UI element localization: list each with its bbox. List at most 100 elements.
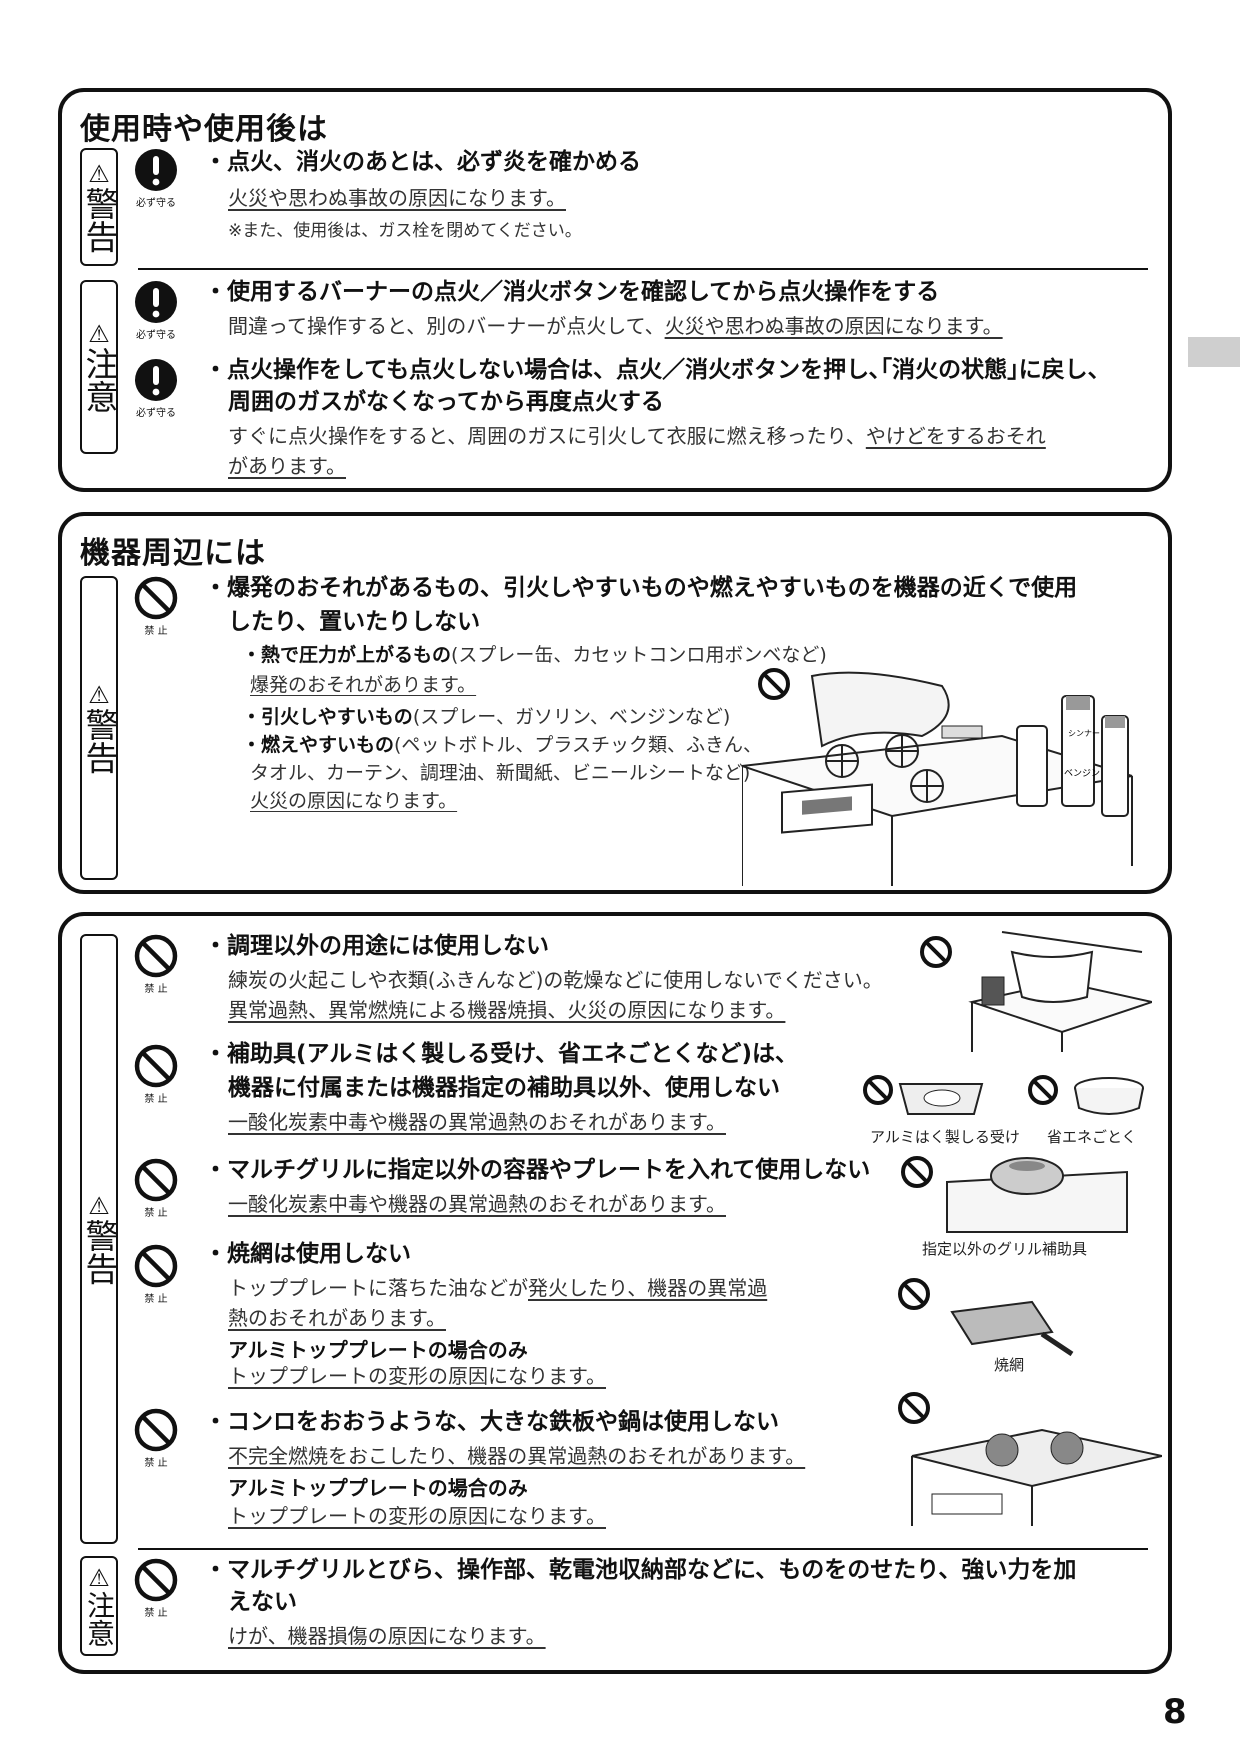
misc-item2-title1: ・補助具(アルミはく製しる受け、省エネごとくなど)は、 — [204, 1041, 798, 1067]
usage-item2-underlined: 火災や思わぬ事故の原因になります。 — [664, 314, 1003, 338]
misc-item4-line1: トッププレートに落ちた油などが発火したり、機器の異常過 — [228, 1274, 767, 1302]
usage-divider — [138, 268, 1148, 270]
must-do-symbol: 必ず守る — [130, 280, 182, 341]
misc-item1-line2: 異常過熱、異常燃焼による機器焼損、火災の原因になります。 — [228, 998, 786, 1022]
exclamation-icon — [135, 281, 177, 323]
prohibited-label: 禁 止 — [144, 984, 168, 995]
misc-item6-line1: けが、機器損傷の原因になります。 — [228, 1624, 546, 1648]
must-do-label: 必ず守る — [136, 330, 176, 341]
grill-accessory-illustration — [901, 1156, 1128, 1233]
must-do-symbol: 必ず守る — [130, 358, 182, 419]
surroundings-sub1: ・熱で圧力が上がるもの(スプレー缶、カセットコンロ用ボンベなど) — [242, 642, 827, 668]
warning-badge-text: 警告 — [80, 187, 119, 253]
surroundings-heading: 機器周辺には — [80, 536, 266, 571]
warning-badge: ⚠ 警告 — [80, 576, 119, 880]
usage-section: 使用時や使用後は ⚠ 警告 必ず守る ・点火、消火のあとは、必ず炎を確かめる 火… — [58, 88, 1172, 492]
exclamation-icon — [135, 149, 177, 191]
surroundings-main1: ・爆発のおそれがあるもの、引火しやすいものや燃えやすいものを機器の近くで使用 — [204, 575, 1078, 601]
warning-triangle-icon: ⚠ — [88, 160, 110, 188]
misc-divider — [138, 1548, 1148, 1550]
warning-badge-text: 警告 — [80, 1219, 119, 1285]
prohibited-icon — [134, 1244, 178, 1288]
prohibited-label: 禁 止 — [144, 1208, 168, 1219]
prohibited-symbol: 禁 止 — [130, 934, 182, 995]
sub1-rest: (スプレー缶、カセットコンロ用ボンベなど) — [451, 644, 827, 666]
caution-badge-text: 注意 — [80, 347, 119, 413]
usage-item2-text: 間違って操作すると、別のバーナーが点火して、 — [228, 314, 665, 338]
stove-flammables-illustration: ベンジン シンナー — [742, 668, 1133, 886]
grill-accessory-caption: 指定以外のグリル補助具 — [922, 1240, 1088, 1258]
prohibited-label: 禁 止 — [144, 626, 168, 637]
misc-item5-line1: 不完全燃焼をおこしたり、機器の異常過熱のおそれがあります。 — [228, 1444, 806, 1468]
prohibited-icon — [134, 576, 178, 620]
prohibited-icon — [134, 1044, 178, 1088]
aluminum-drip-pan-caption: アルミはく製しる受け — [870, 1128, 1020, 1146]
must-do-label: 必ず守る — [136, 408, 176, 419]
drying-cloth-illustration — [920, 931, 1152, 1052]
prohibited-icon — [134, 1158, 178, 1202]
usage-item3-line1: すぐに点火操作をすると、周囲のガスに引火して衣服に燃え移ったり、やけどをするおそ… — [228, 422, 1046, 450]
prohibited-label: 禁 止 — [144, 1094, 168, 1105]
caution-triangle-icon: ⚠ — [88, 320, 110, 348]
sub3-rest: (ペットボトル、プラスチック類、ふきん、 — [394, 734, 763, 756]
usage-item1-note: ※また、使用後は、ガス栓を閉めてください。 — [228, 221, 582, 241]
sub1-bold: ・熱で圧力が上がるもの — [242, 644, 452, 666]
prohibited-symbol: 禁 止 — [130, 1158, 182, 1219]
usage-item3-underlined: やけどをするおそれ — [865, 424, 1046, 448]
benzine-label: ベンジン — [1064, 769, 1100, 779]
prohibited-icon — [758, 668, 790, 700]
prohibited-symbol: 禁 止 — [130, 1244, 182, 1305]
prohibited-label: 禁 止 — [144, 1608, 168, 1619]
must-do-symbol: 必ず守る — [130, 148, 182, 209]
usage-item3-title2: 周囲のガスがなくなってから再度点火する — [228, 389, 664, 415]
prohibited-label: 禁 止 — [144, 1294, 168, 1305]
sub3-bold: ・燃えやすいもの — [242, 734, 395, 756]
misc-section: ⚠ 警告 禁 止 ・調理以外の用途には使用しない 練炭の火起こしや衣類(ふきんな… — [58, 912, 1172, 1674]
misc-item4-text: トッププレートに落ちた油などが — [228, 1276, 528, 1300]
misc-item5-title: ・コンロをおおうような、大きな鉄板や鍋は使用しない — [204, 1409, 779, 1435]
misc-item6-title2: えない — [228, 1589, 297, 1615]
usage-item2-title: ・使用するバーナーの点火／消火ボタンを確認してから点火操作をする — [204, 279, 940, 305]
prohibited-symbol: 禁 止 — [130, 576, 182, 637]
prohibited-label: 禁 止 — [144, 1458, 168, 1469]
misc-item2-line1: 一酸化炭素中毒や機器の異常過熱のおそれがあります。 — [228, 1110, 726, 1134]
surroundings-sub3: ・燃えやすいもの(ペットボトル、プラスチック類、ふきん、 — [242, 732, 762, 758]
misc-item4-underlined: 発火したり、機器の異常過 — [528, 1276, 768, 1300]
usage-item3-text: すぐに点火操作をすると、周囲のガスに引火して衣服に燃え移ったり、 — [228, 424, 866, 448]
prohibited-symbol: 禁 止 — [130, 1558, 182, 1619]
surroundings-sub3-note: 火災の原因になります。 — [250, 790, 458, 812]
misc-item3-line1: 一酸化炭素中毒や機器の異常過熱のおそれがあります。 — [228, 1192, 726, 1216]
caution-badge: ⚠ 注意 — [80, 280, 119, 454]
misc-item1-line1: 練炭の火起こしや衣類(ふきんなど)の乾燥などに使用しないでください。 — [228, 968, 883, 992]
usage-item1-title: ・点火、消火のあとは、必ず炎を確かめる — [204, 149, 641, 175]
large-plate-illustration — [898, 1392, 1162, 1526]
prohibited-icon — [134, 1408, 178, 1452]
warning-triangle-icon: ⚠ — [88, 681, 110, 709]
must-do-label: 必ず守る — [136, 198, 176, 209]
misc-item4-title: ・焼網は使用しない — [204, 1241, 411, 1267]
misc-item5-line2: トッププレートの変形の原因になります。 — [228, 1504, 606, 1528]
grill-net-caption: 焼網 — [994, 1356, 1025, 1374]
surroundings-main2: したり、置いたりしない — [228, 609, 481, 635]
surroundings-sub3-line2: タオル、カーテン、調理油、新聞紙、ビニールシートなど) — [250, 762, 751, 784]
usage-item3-title1: ・点火操作をしても点火しない場合は、点火／消火ボタンを押し､｢消火の状態｣に戻し… — [204, 357, 1111, 383]
warning-badge-text: 警告 — [80, 708, 119, 774]
misc-item3-title: ・マルチグリルに指定以外の容器やプレートを入れて使用しない — [204, 1157, 871, 1183]
surroundings-sub1-note: 爆発のおそれがあります。 — [250, 674, 477, 696]
caution-badge-text: 注意 — [83, 1591, 116, 1647]
surroundings-section: 機器周辺には ⚠ 警告 禁 止 ・爆発のおそれがあるもの、引火しやすいものや燃え… — [58, 512, 1172, 894]
prohibited-symbol: 禁 止 — [130, 1408, 182, 1469]
misc-item4-line3: トッププレートの変形の原因になります。 — [228, 1364, 606, 1388]
page-tab-marker — [1188, 337, 1240, 367]
aluminum-drip-pan-illustration — [863, 1075, 984, 1115]
sub2-bold: ・引火しやすいもの — [242, 706, 413, 728]
grill-net-illustration — [898, 1278, 1074, 1357]
misc-item4-aluminum-note: アルミトッププレートの場合のみ — [228, 1338, 528, 1362]
misc-item2-title2: 機器に付属または機器指定の補助具以外、使用しない — [228, 1075, 780, 1101]
energy-saving-trivet-caption: 省エネごとく — [1047, 1128, 1137, 1146]
surroundings-sub2: ・引火しやすいもの(スプレー、ガソリン、ベンジンなど) — [242, 704, 730, 730]
usage-item1-line1: 火災や思わぬ事故の原因になります。 — [228, 186, 566, 210]
sub2-rest: (スプレー、ガソリン、ベンジンなど) — [412, 706, 731, 728]
prohibited-icon — [134, 1558, 178, 1602]
thinner-label: シンナー — [1068, 729, 1100, 738]
